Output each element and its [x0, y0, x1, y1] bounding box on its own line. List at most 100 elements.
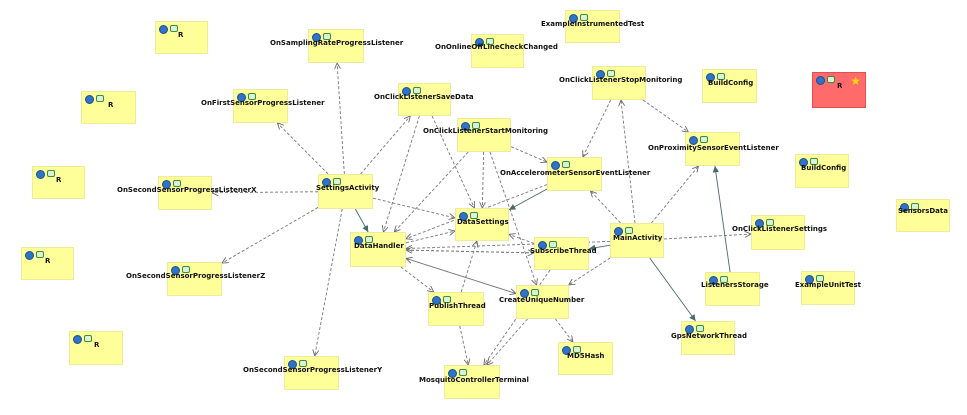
edge-subscribe-to-dataHandler: [406, 250, 535, 253]
edge-uniqueNum-to-mosquitto: [487, 318, 528, 365]
class-node-r1[interactable]: [155, 21, 208, 54]
lock-icon: [299, 360, 307, 367]
edge-settingsAct-to-secondX: [212, 192, 319, 193]
edge-uniqueNum-to-dataHandler: [406, 258, 517, 294]
class-label-mainAct: MainActivity: [613, 234, 663, 242]
class-node-gps[interactable]: [681, 321, 735, 355]
class-label-r4: R: [45, 257, 51, 265]
lock-icon: [459, 369, 467, 376]
class-node-exampleUnit[interactable]: [801, 271, 855, 305]
class-node-sensorsData[interactable]: [896, 199, 950, 232]
class-icon: [614, 227, 623, 236]
class-label-accel: OnAccelerometerSensorEventListener: [500, 169, 651, 177]
edge-mainAct-to-subscribe: [588, 244, 611, 251]
class-node-buildCfg1[interactable]: [702, 69, 757, 103]
class-node-listenersStorage[interactable]: [705, 272, 760, 306]
class-icon: [36, 170, 45, 179]
lock-icon: [827, 76, 835, 83]
lock-icon: [700, 136, 708, 143]
class-node-r4[interactable]: [21, 247, 74, 280]
class-label-listenersStorage: ListenersStorage: [701, 281, 769, 289]
edge-settingsAct-to-dataSettings: [372, 197, 455, 218]
class-label-startMon: OnClickListenerStartMonitoring: [423, 127, 549, 135]
class-node-firstSensor[interactable]: [233, 89, 288, 123]
class-node-r5[interactable]: [69, 331, 123, 365]
class-node-secondY[interactable]: [284, 356, 339, 390]
lock-icon: [573, 346, 581, 353]
class-icon: [237, 93, 246, 102]
class-icon: [538, 241, 547, 250]
class-node-uniqueNum[interactable]: [516, 285, 569, 319]
class-label-gps: GpsNetworkThread: [671, 332, 747, 340]
class-node-r3[interactable]: [32, 166, 85, 199]
class-label-secondY: OnSecondSensorProgressListenerY: [243, 366, 383, 374]
class-node-subscribe[interactable]: [534, 237, 589, 270]
edge-startMon-to-dataHandler: [394, 151, 469, 232]
edge-subscribe-to-dataSettings: [509, 234, 535, 244]
class-node-publish[interactable]: [428, 292, 484, 326]
class-icon: [25, 251, 34, 260]
class-node-saveData[interactable]: [398, 83, 451, 116]
class-node-mosquitto[interactable]: [444, 365, 500, 399]
class-icon: [459, 212, 468, 221]
class-icon: [685, 325, 694, 334]
class-node-buildCfg2[interactable]: [795, 154, 849, 188]
lock-icon: [173, 180, 181, 187]
edge-dataHandler-to-publish: [400, 266, 434, 292]
lock-icon: [810, 158, 818, 165]
lock-icon: [472, 122, 480, 129]
class-label-proximity: OnProximitySensorEventListener: [648, 144, 779, 152]
edge-startMon-to-dataSettings: [482, 151, 483, 208]
class-node-dataHandler[interactable]: [350, 232, 406, 267]
class-node-proximity[interactable]: [685, 132, 740, 166]
class-node-settingsAct[interactable]: [318, 174, 373, 209]
class-icon: [706, 73, 715, 82]
class-icon: [312, 33, 321, 42]
class-node-rSel[interactable]: ★: [812, 72, 866, 108]
class-node-sampling[interactable]: [308, 29, 364, 63]
class-node-accel[interactable]: [547, 157, 602, 191]
class-icon: [562, 346, 571, 355]
class-icon: [448, 369, 457, 378]
lock-icon: [580, 14, 588, 21]
lock-icon: [549, 241, 557, 248]
class-label-uniqueNum: CreateUniqueNumber: [499, 296, 585, 304]
lock-icon: [365, 236, 373, 243]
class-node-dataSettings[interactable]: [455, 208, 509, 241]
lock-icon: [248, 93, 256, 100]
lock-icon: [717, 73, 725, 80]
class-node-exampleInstr[interactable]: [565, 10, 620, 43]
lock-icon: [486, 38, 494, 45]
class-node-clickSettings[interactable]: [751, 215, 805, 250]
class-label-mosquitto: MosquitoControllerTerminal: [419, 376, 529, 384]
lock-icon: [84, 335, 92, 342]
class-label-sensorsData: SensorsData: [898, 207, 948, 215]
class-node-r2[interactable]: [81, 91, 136, 124]
class-node-online[interactable]: [471, 34, 524, 68]
class-node-startMon[interactable]: [457, 118, 511, 152]
class-node-stopMon[interactable]: [592, 66, 646, 100]
lock-icon: [911, 203, 919, 210]
lock-icon: [562, 161, 570, 168]
class-icon: [432, 296, 441, 305]
class-label-settingsAct: SettingsActivity: [316, 184, 380, 192]
class-label-buildCfg2: BuildConfig: [801, 164, 847, 172]
class-node-mainAct[interactable]: [610, 223, 664, 258]
class-label-secondX: OnSecondSensorProgressListenerX: [117, 186, 257, 194]
class-label-dataSettings: DataSettings: [457, 218, 509, 226]
class-label-sampling: OnSamplingRateProgressListener: [270, 39, 404, 47]
class-icon: [709, 276, 718, 285]
class-node-secondZ[interactable]: [167, 262, 222, 296]
class-label-clickSettings: OnClickListenerSettings: [732, 225, 828, 233]
class-node-md5[interactable]: [558, 342, 613, 375]
class-icon: [689, 136, 698, 145]
edge-mainAct-to-proximity: [651, 166, 698, 224]
lock-icon: [413, 87, 421, 94]
class-icon: [354, 236, 363, 245]
edge-saveData-to-dataSettings: [431, 115, 474, 208]
edge-settingsAct-to-saveData: [360, 116, 411, 175]
class-node-secondX[interactable]: [158, 176, 212, 210]
star-icon: ★: [850, 74, 861, 88]
class-label-rSel: R: [837, 82, 843, 90]
class-icon: [322, 178, 331, 187]
